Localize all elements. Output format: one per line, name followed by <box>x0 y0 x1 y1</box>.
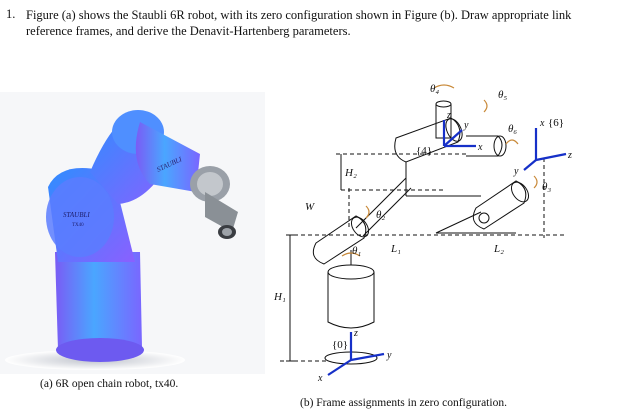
frame0-x-axis <box>327 359 352 376</box>
question-text: Figure (a) shows the Staubli 6R robot, w… <box>26 8 572 38</box>
label-theta4: θ₄ <box>430 83 439 95</box>
frame0-x-label: x <box>317 373 323 384</box>
label-theta1: θ₁ <box>352 245 361 257</box>
frame4-y-axis <box>443 129 463 147</box>
robot-photo: STAUBLI TX40 STAUBLI <box>0 92 265 374</box>
theta5-rotation-arrow <box>483 99 488 113</box>
frame4-y-label: y <box>463 120 469 131</box>
frame6-z-label: z <box>567 150 572 161</box>
theta4-rotation-arrow <box>433 84 455 89</box>
label-theta2: θ₂ <box>376 209 385 221</box>
label-W: W <box>305 201 315 213</box>
elbow-cylinder <box>472 180 527 230</box>
theta1-rotation-arrow <box>341 252 361 257</box>
label-frame6: {6} <box>548 117 564 129</box>
theta3-rotation-arrow <box>533 175 538 189</box>
frame4-x-label: x <box>477 142 483 153</box>
caption-figure-b: (b) Frame assignments in zero configurat… <box>300 397 507 409</box>
label-H2: H₂ <box>344 167 357 179</box>
shoulder-cylinder <box>312 215 367 265</box>
frame6-x-label: x <box>539 118 545 129</box>
frame6-y-label: y <box>513 166 519 177</box>
frame6-y-axis <box>523 159 537 171</box>
model-label: TX40 <box>72 223 84 228</box>
question-number: 1. <box>6 7 16 21</box>
label-frame0: {0} <box>332 339 348 351</box>
frame0-z-label: z <box>353 328 358 339</box>
theta6-rotation-arrow <box>505 139 519 145</box>
frame6-z-axis <box>535 152 567 162</box>
label-H1: H₁ <box>273 291 286 303</box>
label-L1: L₁ <box>390 243 401 255</box>
caption-figure-a: (a) 6R open chain robot, tx40. <box>40 378 179 390</box>
label-frame4: {4} <box>416 145 432 157</box>
base-cylinder <box>327 272 375 329</box>
label-theta3: θ₃ <box>542 181 551 193</box>
label-theta5: θ₅ <box>498 89 507 101</box>
label-theta6: θ₆ <box>508 123 517 135</box>
wrist-pitch-cylinder <box>394 117 461 163</box>
brand-label-lower: STAUBLI <box>63 211 90 219</box>
frame0-y-axis <box>350 352 385 362</box>
kinematic-diagram: θ₄ θ₅ θ₆ θ₃ θ₂ θ₁ H₁ H₂ W L₁ L₂ {0} {4} … <box>273 83 572 384</box>
theta2-rotation-arrow <box>365 205 370 219</box>
frame4-z-label: z <box>446 110 451 121</box>
label-L2: L₂ <box>493 243 504 255</box>
frame0-y-label: y <box>386 350 392 361</box>
